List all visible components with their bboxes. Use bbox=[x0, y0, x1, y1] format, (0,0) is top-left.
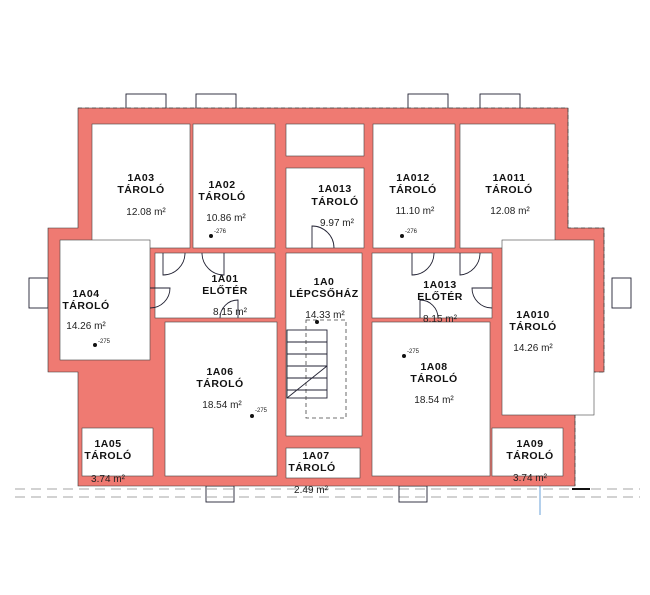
svg-text:-275: -275 bbox=[98, 339, 111, 345]
svg-text:TÁROLÓ: TÁROLÓ bbox=[62, 299, 109, 312]
svg-text:9.97 m²: 9.97 m² bbox=[320, 218, 355, 229]
svg-text:TÁROLÓ: TÁROLÓ bbox=[196, 377, 243, 390]
svg-text:1A07: 1A07 bbox=[302, 450, 329, 462]
svg-text:1A03: 1A03 bbox=[127, 172, 154, 184]
svg-text:TÁROLÓ: TÁROLÓ bbox=[506, 449, 553, 462]
svg-text:1A01: 1A01 bbox=[211, 273, 238, 285]
rooms bbox=[59, 123, 595, 479]
svg-text:2.49 m²: 2.49 m² bbox=[294, 485, 329, 496]
svg-text:1A010: 1A010 bbox=[516, 309, 549, 321]
svg-text:1A06: 1A06 bbox=[206, 366, 233, 378]
svg-text:-275: -275 bbox=[255, 408, 268, 414]
svg-text:12.08 m²: 12.08 m² bbox=[126, 207, 166, 218]
svg-text:1A013: 1A013 bbox=[318, 183, 351, 195]
svg-text:1A05: 1A05 bbox=[94, 438, 121, 450]
svg-text:TÁROLÓ: TÁROLÓ bbox=[288, 461, 335, 474]
svg-text:TÁROLÓ: TÁROLÓ bbox=[117, 183, 164, 196]
svg-text:3.74 m²: 3.74 m² bbox=[91, 474, 126, 485]
svg-text:14.26 m²: 14.26 m² bbox=[513, 343, 553, 354]
svg-text:18.54 m²: 18.54 m² bbox=[202, 400, 242, 411]
svg-text:TÁROLÓ: TÁROLÓ bbox=[485, 183, 532, 196]
svg-text:TÁROLÓ: TÁROLÓ bbox=[509, 320, 556, 333]
doors bbox=[149, 225, 493, 319]
svg-text:14.26 m²: 14.26 m² bbox=[66, 321, 106, 332]
svg-text:1A04: 1A04 bbox=[72, 288, 99, 300]
svg-text:TÁROLÓ: TÁROLÓ bbox=[198, 190, 245, 203]
svg-text:ELŐTÉR: ELŐTÉR bbox=[417, 290, 463, 303]
svg-text:12.08 m²: 12.08 m² bbox=[490, 206, 530, 217]
svg-text:LÉPCSŐHÁZ: LÉPCSŐHÁZ bbox=[289, 287, 358, 300]
svg-text:-276: -276 bbox=[214, 229, 227, 235]
svg-text:1A08: 1A08 bbox=[420, 361, 447, 373]
svg-text:TÁROLÓ: TÁROLÓ bbox=[84, 449, 131, 462]
svg-text:11.10 m²: 11.10 m² bbox=[396, 206, 435, 217]
svg-text:-275: -275 bbox=[407, 349, 420, 355]
svg-text:14.33 m²: 14.33 m² bbox=[305, 310, 345, 321]
svg-text:1A011: 1A011 bbox=[493, 172, 526, 184]
svg-text:1A0: 1A0 bbox=[314, 276, 335, 288]
elevation-markers: -276 -276 -275 -275 -275 bbox=[93, 229, 420, 418]
svg-text:10.86 m²: 10.86 m² bbox=[206, 213, 246, 224]
svg-text:1A013: 1A013 bbox=[423, 279, 456, 291]
svg-text:TÁROLÓ: TÁROLÓ bbox=[389, 183, 436, 196]
svg-text:1A09: 1A09 bbox=[516, 438, 543, 450]
svg-text:ELŐTÉR: ELŐTÉR bbox=[202, 284, 248, 297]
svg-text:8.15 m²: 8.15 m² bbox=[213, 307, 248, 318]
staircase bbox=[286, 319, 347, 419]
svg-text:TÁROLÓ: TÁROLÓ bbox=[311, 195, 358, 208]
svg-text:18.54 m²: 18.54 m² bbox=[414, 395, 454, 406]
svg-text:8.15 m²: 8.15 m² bbox=[423, 314, 458, 325]
svg-text:1A012: 1A012 bbox=[396, 172, 429, 184]
svg-text:3.74 m²: 3.74 m² bbox=[513, 473, 548, 484]
svg-text:TÁROLÓ: TÁROLÓ bbox=[410, 372, 457, 385]
svg-text:1A02: 1A02 bbox=[208, 179, 235, 191]
svg-text:-276: -276 bbox=[405, 229, 418, 235]
